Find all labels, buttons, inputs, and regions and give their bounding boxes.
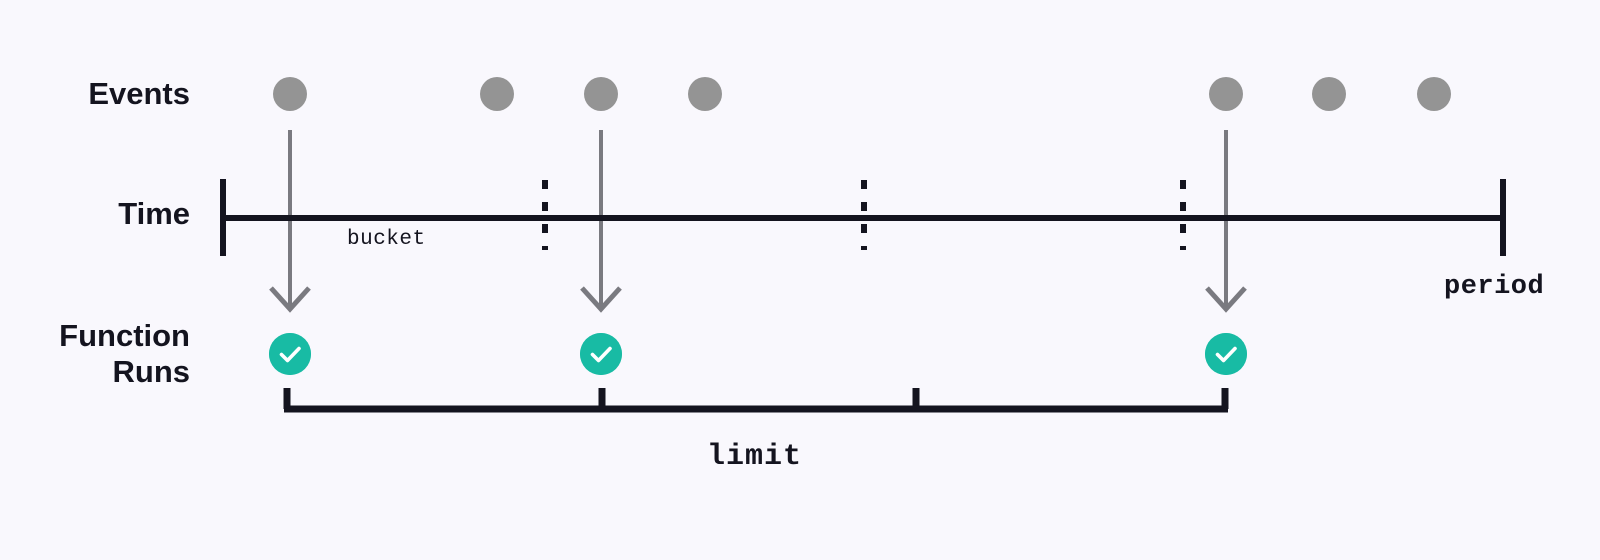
check-icon [580,333,622,375]
arrow-2 [580,130,622,313]
row-label-time: Time [118,196,190,231]
annotation-period: period [1444,272,1545,302]
function-run-badge[interactable] [1205,333,1247,375]
row-label-events: Events [88,76,190,111]
row-label-function-runs: Function Runs [59,318,190,389]
event-dot[interactable] [1417,77,1451,111]
function-run-badge[interactable] [580,333,622,375]
check-icon [1205,333,1247,375]
event-dot[interactable] [480,77,514,111]
annotation-bucket: bucket [347,228,426,251]
function-run-badge[interactable] [269,333,311,375]
arrow-3 [1205,130,1247,313]
bucket-dividers [542,180,1186,250]
event-dot[interactable] [273,77,307,111]
annotation-limit: limit [707,440,803,474]
event-dot[interactable] [688,77,722,111]
event-dot[interactable] [584,77,618,111]
limit-bracket [283,388,1229,413]
event-dot[interactable] [1312,77,1346,111]
arrow-1 [269,130,311,313]
check-icon [269,333,311,375]
event-dot[interactable] [1209,77,1243,111]
event-to-run-arrows [269,130,1247,313]
